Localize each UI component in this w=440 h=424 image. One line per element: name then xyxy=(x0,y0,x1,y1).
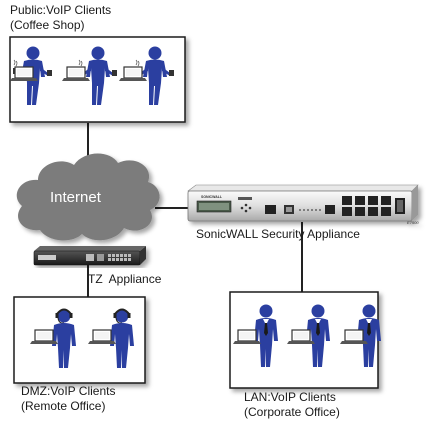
dmz-clients-title: DMZ:VoIP Clients xyxy=(21,384,116,398)
lan-clients-label: LAN:VoIP Clients (Corporate Office) xyxy=(244,390,340,420)
dmz-clients-subtitle: (Remote Office) xyxy=(21,399,106,413)
dmz-clients-label: DMZ:VoIP Clients (Remote Office) xyxy=(21,384,115,414)
sonicwall-brand: SONICWALL xyxy=(201,195,223,199)
sonicwall-model: E7500 xyxy=(407,220,419,225)
tz-appliance-icon xyxy=(33,246,146,266)
sonicwall-label: SonicWALL Security Appliance xyxy=(196,227,360,241)
public-clients-label: Public:VoIP Clients (Coffee Shop) xyxy=(10,3,111,33)
public-clients-group xyxy=(9,46,175,106)
tz-appliance-label: TZ Appliance xyxy=(88,272,162,286)
cloud-icon xyxy=(16,153,160,241)
lan-clients-subtitle: (Corporate Office) xyxy=(244,405,340,419)
connection-lines xyxy=(87,123,303,297)
lan-clients-title: LAN:VoIP Clients xyxy=(244,390,336,404)
public-clients-subtitle: (Coffee Shop) xyxy=(10,18,85,32)
internet-label: Internet xyxy=(50,189,101,206)
public-clients-title: Public:VoIP Clients xyxy=(10,3,112,17)
firewall-appliance-icon: SONICWALL E7500 xyxy=(187,184,419,225)
